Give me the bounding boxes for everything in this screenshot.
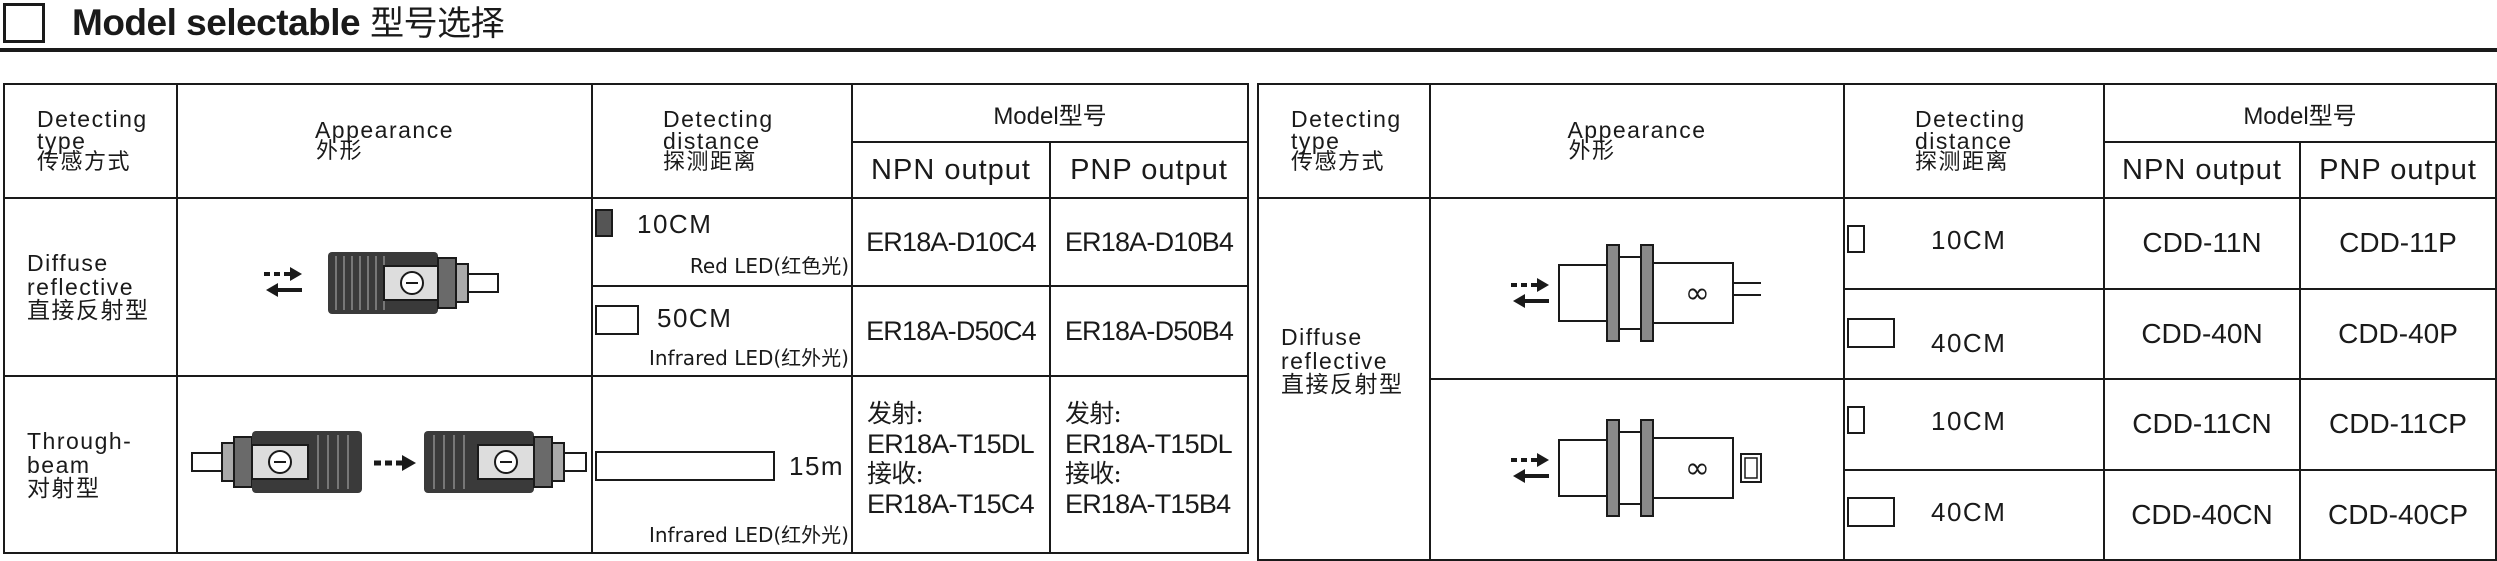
distance-label: 10CM — [1931, 225, 2007, 255]
col-header-pnp: PNP output — [2299, 141, 2497, 199]
col-header-npn: NPN output — [851, 141, 1051, 199]
col-header-type: Detecting type 传感方式 — [1257, 83, 1431, 199]
reflect-arrows-icon — [264, 266, 302, 297]
square-sensor-cap-image: ∞ — [1511, 419, 1762, 517]
model-pnp-through-beam: 发射: ER18A-T15DL 接收: ER18A-T15B4 — [1049, 375, 1249, 554]
distance-cell-10cm: 10CM — [1843, 197, 2105, 290]
distance-label: 40CM — [1931, 496, 2007, 527]
col-header-pnp: PNP output — [1049, 141, 1249, 199]
model-npn-cdd-40n: CDD-40N — [2103, 287, 2301, 380]
distance-cell-10cm: 10CM — [1843, 378, 2105, 471]
led-label: Red LED(红色光) — [689, 254, 849, 278]
type-diffuse-reflective: Diffuse reflective 直接反射型 — [1257, 197, 1431, 561]
reflect-arrows-icon — [1511, 453, 1549, 483]
type-through-beam: Through- beam 对射型 — [3, 375, 178, 554]
range-bar-15m — [595, 451, 775, 481]
model-pnp-cdd-40p: CDD-40P — [2299, 287, 2497, 380]
col-header-type: Detecting type 传感方式 — [3, 83, 178, 199]
svg-text:∞: ∞ — [1685, 451, 1710, 486]
distance-cell-40cm: 40CM — [1843, 468, 2105, 561]
reflect-arrows-icon — [1511, 278, 1549, 308]
col-header-appearance: Appearance 外形 — [1429, 83, 1845, 199]
range-bar-10cm — [1847, 406, 1865, 434]
svg-text:∞: ∞ — [1685, 276, 1710, 311]
model-npn-cdd-11cn: CDD-11CN — [2103, 378, 2301, 471]
range-bar-10cm — [1847, 225, 1865, 253]
col-header-npn: NPN output — [2103, 141, 2301, 199]
model-npn-d10: ER18A-D10C4 — [851, 197, 1051, 287]
led-label: Infrared LED(红外光) — [648, 523, 849, 547]
distance-label: 15m — [789, 451, 845, 481]
distance-cell-40cm: 40CM — [1843, 287, 2105, 380]
model-npn-through-beam: 发射: ER18A-T15DL 接收: ER18A-T15C4 — [851, 375, 1051, 554]
square-sensor-image: ∞ — [1511, 244, 1761, 342]
appearance-square-sensor: ∞ — [1429, 197, 1845, 380]
distance-label: 10CM — [637, 209, 713, 239]
type-diffuse-reflective: Diffuse reflective 直接反射型 — [3, 197, 178, 377]
col-header-distance: Detecting distance 探测距离 — [591, 83, 853, 199]
col-header-model: Model型号 — [851, 83, 1249, 143]
model-pnp-d10: ER18A-D10B4 — [1049, 197, 1249, 287]
distance-cell-15m: 15m Infrared LED(红外光) — [591, 375, 853, 554]
distance-label: 40CM — [1931, 327, 2007, 358]
header-checkbox-box — [3, 3, 45, 43]
model-pnp-d50: ER18A-D50B4 — [1049, 285, 1249, 377]
appearance-through-beam — [176, 375, 593, 554]
appearance-diffuse — [176, 197, 593, 377]
left-model-table: Detecting type 传感方式 Appearance 外形 Detect… — [3, 83, 1249, 554]
model-npn-cdd-11n: CDD-11N — [2103, 197, 2301, 290]
led-label: Infrared LED(红外光) — [648, 346, 849, 370]
model-pnp-cdd-11cp: CDD-11CP — [2299, 378, 2497, 471]
range-bar-50cm — [595, 305, 639, 335]
appearance-square-sensor-cap: ∞ — [1429, 378, 1845, 561]
title-chinese: 型号选择 — [370, 4, 505, 44]
distance-label: 50CM — [657, 303, 733, 333]
range-bar-10cm — [595, 209, 613, 237]
beam-arrow-icon — [374, 455, 416, 471]
distance-label: 10CM — [1931, 406, 2007, 436]
model-pnp-cdd-11p: CDD-11P — [2299, 197, 2497, 290]
range-bar-40cm — [1847, 496, 1895, 527]
through-beam-sensor-image — [191, 431, 587, 493]
header-rule — [0, 48, 2497, 52]
right-model-table: Detecting type 传感方式 Appearance 外形 Detect… — [1257, 83, 2497, 561]
diffuse-sensor-image — [264, 251, 499, 314]
model-npn-cdd-40cn: CDD-40CN — [2103, 468, 2301, 561]
distance-cell-50cm: 50CM Infrared LED(红外光) — [591, 285, 853, 377]
col-header-appearance: Appearance 外形 — [176, 83, 593, 199]
model-pnp-cdd-40cp: CDD-40CP — [2299, 468, 2497, 561]
col-header-model: Model型号 — [2103, 83, 2497, 143]
distance-cell-10cm: 10CM Red LED(红色光) — [591, 197, 853, 287]
title-english: Model selectable — [72, 2, 361, 43]
range-bar-40cm — [1847, 317, 1895, 348]
col-header-distance: Detecting distance 探测距离 — [1843, 83, 2105, 199]
model-npn-d50: ER18A-D50C4 — [851, 285, 1051, 377]
